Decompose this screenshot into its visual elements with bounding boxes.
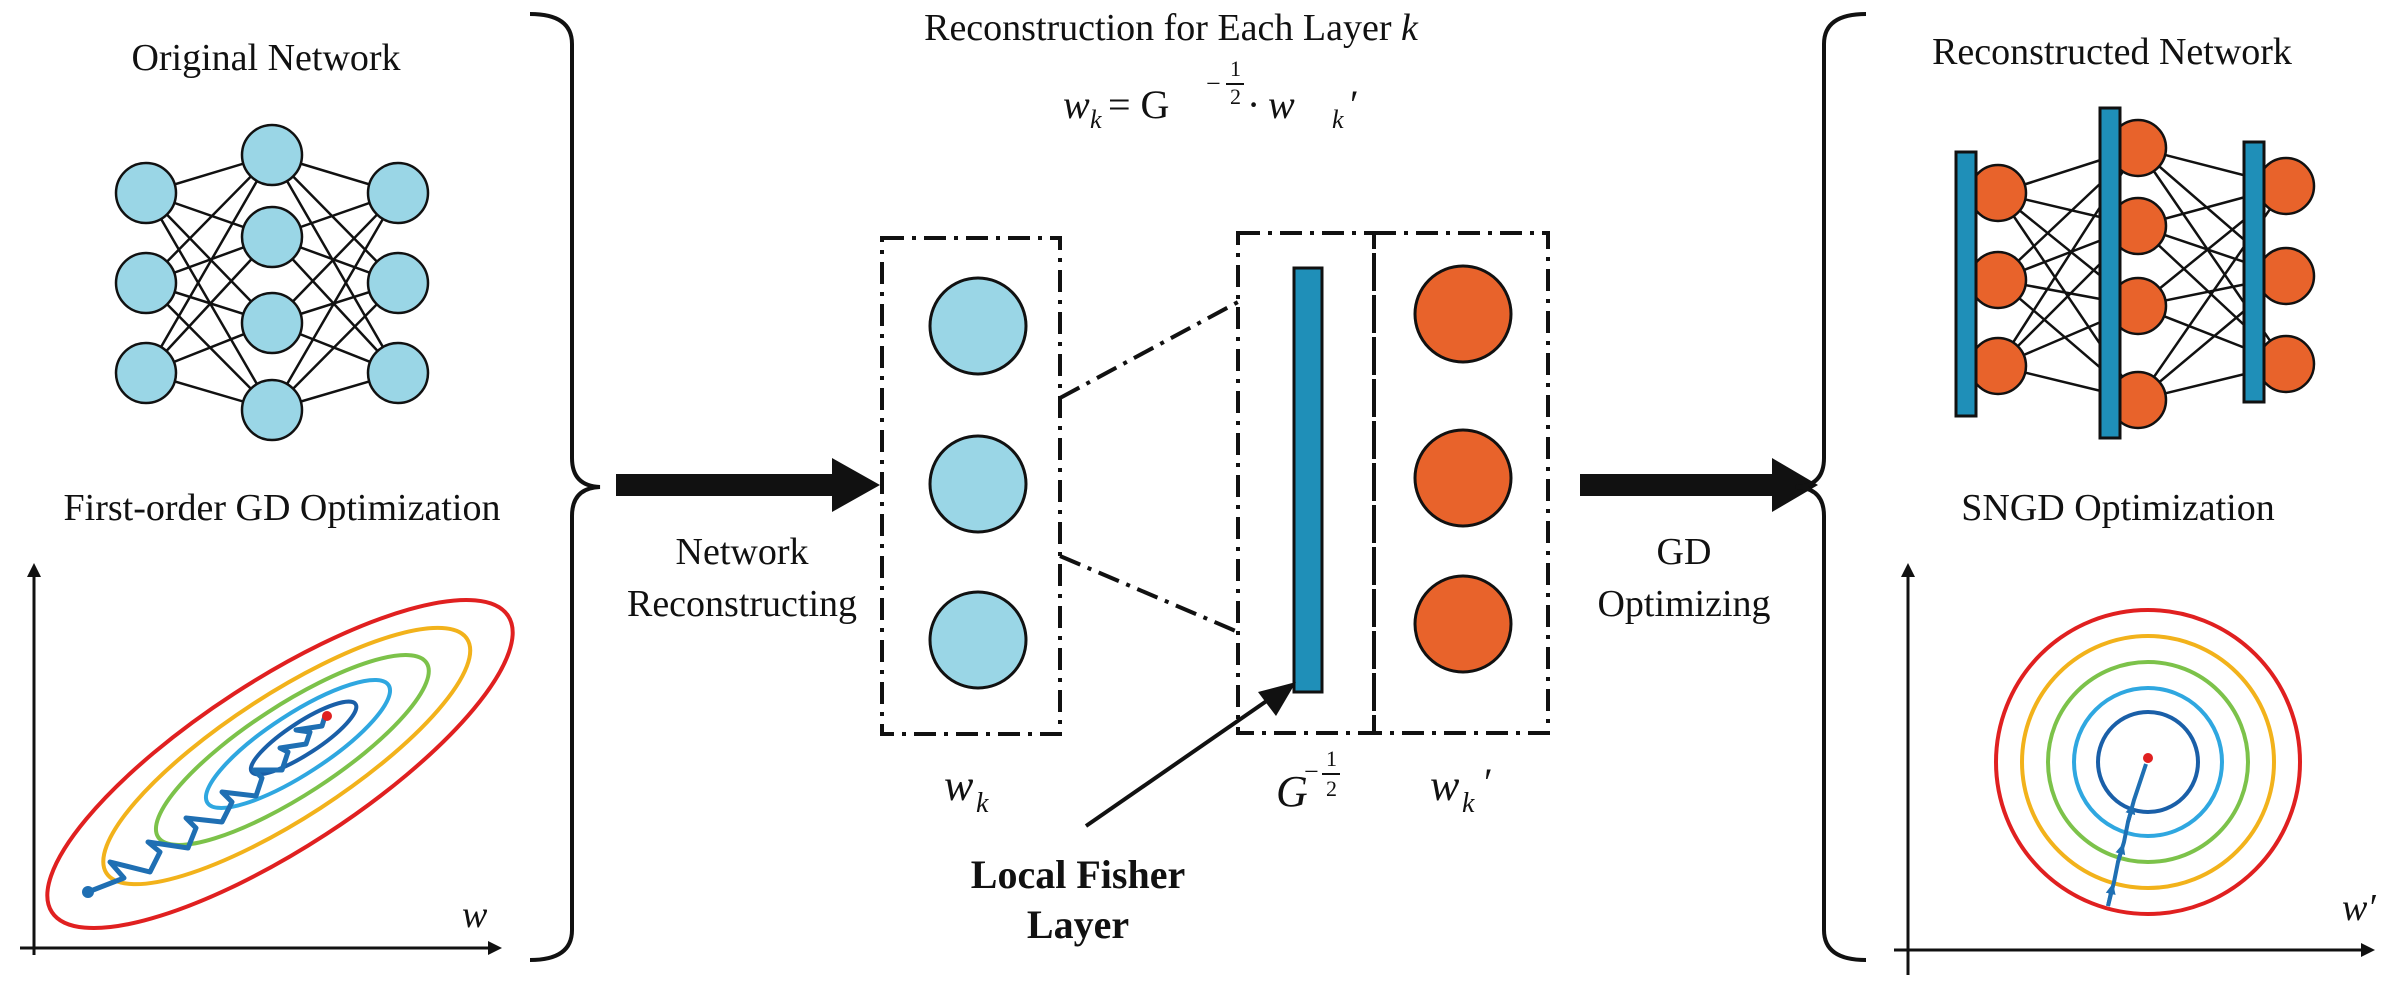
projection-line-bottom <box>1059 554 1239 634</box>
reconstructed-network-node-l3-n2 <box>2256 246 2316 306</box>
reconstructed-network-node-l3-n3 <box>2256 334 2316 394</box>
left-bracket <box>529 12 601 962</box>
network-reconstructing-arrow <box>616 458 880 512</box>
wk-prime-box-label: w k ′ <box>1430 760 1493 819</box>
svg-text:= G: = G <box>1108 82 1169 127</box>
gd-optimizing-label-1: GD <box>1657 531 1712 573</box>
reconstructed-fisher-bar-3 <box>2242 140 2266 404</box>
original-network-edge <box>270 192 400 411</box>
original-network-node-l3-n1 <box>366 161 430 225</box>
gd-optimizing-label-2: Optimizing <box>1597 583 1770 625</box>
reconstructed-network-node-l1-n2 <box>1968 250 2028 310</box>
reconstructed-network-node-l3-n1 <box>2256 156 2316 216</box>
right-contour-1 <box>1994 608 2302 916</box>
right-optimum-dot <box>2143 753 2153 763</box>
gd-optimizing-arrow <box>1580 458 1818 512</box>
original-network-node-l2-n1 <box>240 123 304 187</box>
original-network-node-l1-n1 <box>114 161 178 225</box>
original-network-edge <box>144 192 274 411</box>
formula-dot: · w <box>1248 82 1295 127</box>
right-optimization-title: SNGD Optimization <box>1961 487 2274 529</box>
center-title: Reconstruction for Each Layer k <box>924 7 1419 49</box>
reconstructed-network <box>1954 106 2316 440</box>
wk-node-2 <box>928 434 1028 534</box>
left-gd-path <box>87 715 328 895</box>
wk-box-label: w k <box>944 761 989 819</box>
original-network <box>114 123 430 442</box>
formula-lhs: w <box>1063 82 1090 127</box>
original-network-edge <box>144 154 274 374</box>
fisher-pointer-arrow <box>1084 682 1296 828</box>
wk-node-1 <box>928 276 1028 376</box>
wk-node-3 <box>928 590 1028 690</box>
svg-text:1: 1 <box>1326 746 1337 771</box>
original-network-node-l2-n2 <box>240 205 304 269</box>
left-network-title: Original Network <box>131 37 400 79</box>
svg-text:−: − <box>1304 757 1319 786</box>
svg-text:G: G <box>1276 767 1308 816</box>
network-reconstructing-label-1: Network <box>676 531 809 573</box>
formula-exp-num: 1 <box>1230 56 1241 81</box>
fisher-label-2: Layer <box>1027 902 1129 947</box>
svg-text:′: ′ <box>1484 760 1493 805</box>
formula-exp-den: 2 <box>1230 84 1241 109</box>
wk-prime-node-1 <box>1413 264 1513 364</box>
right-network-title: Reconstructed Network <box>1932 31 2292 73</box>
reconstructed-network-node-l1-n1 <box>1968 163 2028 223</box>
projection-line-top <box>1059 300 1239 400</box>
svg-text:w′: w′ <box>2342 887 2376 929</box>
left-optimum-dot <box>322 711 332 721</box>
formula-rhs-sub: k <box>1332 105 1344 134</box>
original-network-node-l3-n3 <box>366 341 430 405</box>
right-axis-label: w′ <box>2342 887 2376 929</box>
formula-exp-sign: − <box>1206 69 1221 98</box>
original-network-node-l3-n2 <box>366 251 430 315</box>
formula-lhs-sub: k <box>1090 105 1102 134</box>
svg-text:k: k <box>976 788 989 819</box>
original-network-node-l2-n4 <box>240 378 304 442</box>
reconstructed-network-node-l1-n3 <box>1968 336 2028 396</box>
right-contour-4 <box>2072 686 2224 838</box>
original-network-node-l1-n2 <box>114 251 178 315</box>
original-network-node-l2-n3 <box>240 291 304 355</box>
fisher-box-label: G − 1 2 <box>1276 746 1340 816</box>
formula-eq: = G <box>1108 82 1169 127</box>
svg-text:2: 2 <box>1326 776 1337 801</box>
reconstructed-fisher-bar-2 <box>2098 106 2122 440</box>
fisher-bar <box>1292 266 1324 694</box>
reconstructed-fisher-bar-1 <box>1954 150 1978 418</box>
wk-prime-node-3 <box>1413 574 1513 674</box>
wk-prime-node-2 <box>1413 428 1513 528</box>
right-bracket <box>1795 12 1867 962</box>
svg-text:w: w <box>944 761 974 810</box>
left-optimization-title: First-order GD Optimization <box>64 487 501 529</box>
right-contour-2 <box>2020 634 2276 890</box>
right-plot: w′ <box>1894 563 2376 975</box>
center-formula: w k = G − 1 2 · w k ′ <box>1063 56 1359 134</box>
fisher-label-1: Local Fisher <box>971 852 1185 897</box>
original-network-node-l1-n3 <box>114 341 178 405</box>
wk-prime-box <box>1372 231 1550 735</box>
right-gd-path <box>2106 763 2148 907</box>
right-contour-5 <box>2096 710 2200 814</box>
left-path-start <box>82 886 94 898</box>
left-contours <box>45 597 515 931</box>
left-axis-label: w <box>462 894 488 936</box>
formula-prime: ′ <box>1350 82 1359 127</box>
original-network-edge <box>270 154 400 374</box>
wk-box <box>880 236 1062 736</box>
left-plot: w <box>20 563 515 955</box>
right-contour-3 <box>2046 660 2250 864</box>
svg-text:k: k <box>1462 788 1475 819</box>
svg-text:w: w <box>1430 761 1460 810</box>
network-reconstructing-label-2: Reconstructing <box>627 583 857 625</box>
